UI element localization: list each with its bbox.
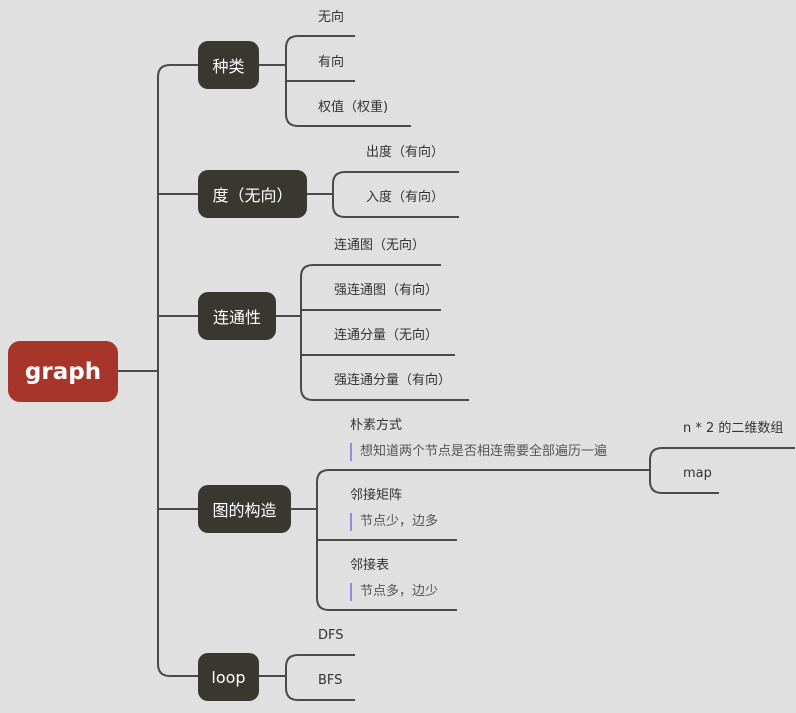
root-node[interactable]: graph [8, 341, 118, 402]
leaf-dfs[interactable]: DFS [318, 628, 344, 643]
leaf-bfs[interactable]: BFS [318, 673, 343, 688]
branch-connectivity[interactable]: 连通性 [198, 292, 276, 340]
leaf-strongly-connected-component[interactable]: 强连通分量（有向） [334, 373, 452, 388]
note-adjacency-list: 节点多，边少 [350, 583, 438, 601]
leaf-directed[interactable]: 有向 [318, 55, 345, 70]
leaf-undirected[interactable]: 无向 [318, 10, 345, 25]
note-adjacency-matrix: 节点少，边多 [350, 513, 438, 531]
leaf-adjacency-matrix[interactable]: 邻接矩阵 [350, 488, 403, 503]
leaf-out-degree[interactable]: 出度（有向） [366, 145, 445, 160]
leaf-weighted[interactable]: 权值（权重) [318, 100, 389, 115]
leaf-naive-method[interactable]: 朴素方式 [350, 418, 403, 433]
leaf-connected-component[interactable]: 连通分量（无向） [334, 328, 439, 343]
leaf-adjacency-list[interactable]: 邻接表 [350, 558, 390, 573]
note-naive-method: 想知道两个节点是否相连需要全部遍历一遍 [350, 443, 607, 461]
branch-types[interactable]: 种类 [198, 41, 259, 89]
branch-loop[interactable]: loop [198, 653, 259, 701]
branch-construction[interactable]: 图的构造 [198, 485, 291, 533]
leaf-map[interactable]: map [683, 466, 712, 481]
leaf-strongly-connected-graph[interactable]: 强连通图（有向） [334, 283, 439, 298]
leaf-in-degree[interactable]: 入度（有向） [366, 190, 445, 205]
branch-degree[interactable]: 度（无向） [198, 170, 307, 218]
leaf-connected-graph[interactable]: 连通图（无向） [334, 238, 426, 253]
leaf-2d-array[interactable]: n * 2 的二维数组 [683, 421, 784, 436]
